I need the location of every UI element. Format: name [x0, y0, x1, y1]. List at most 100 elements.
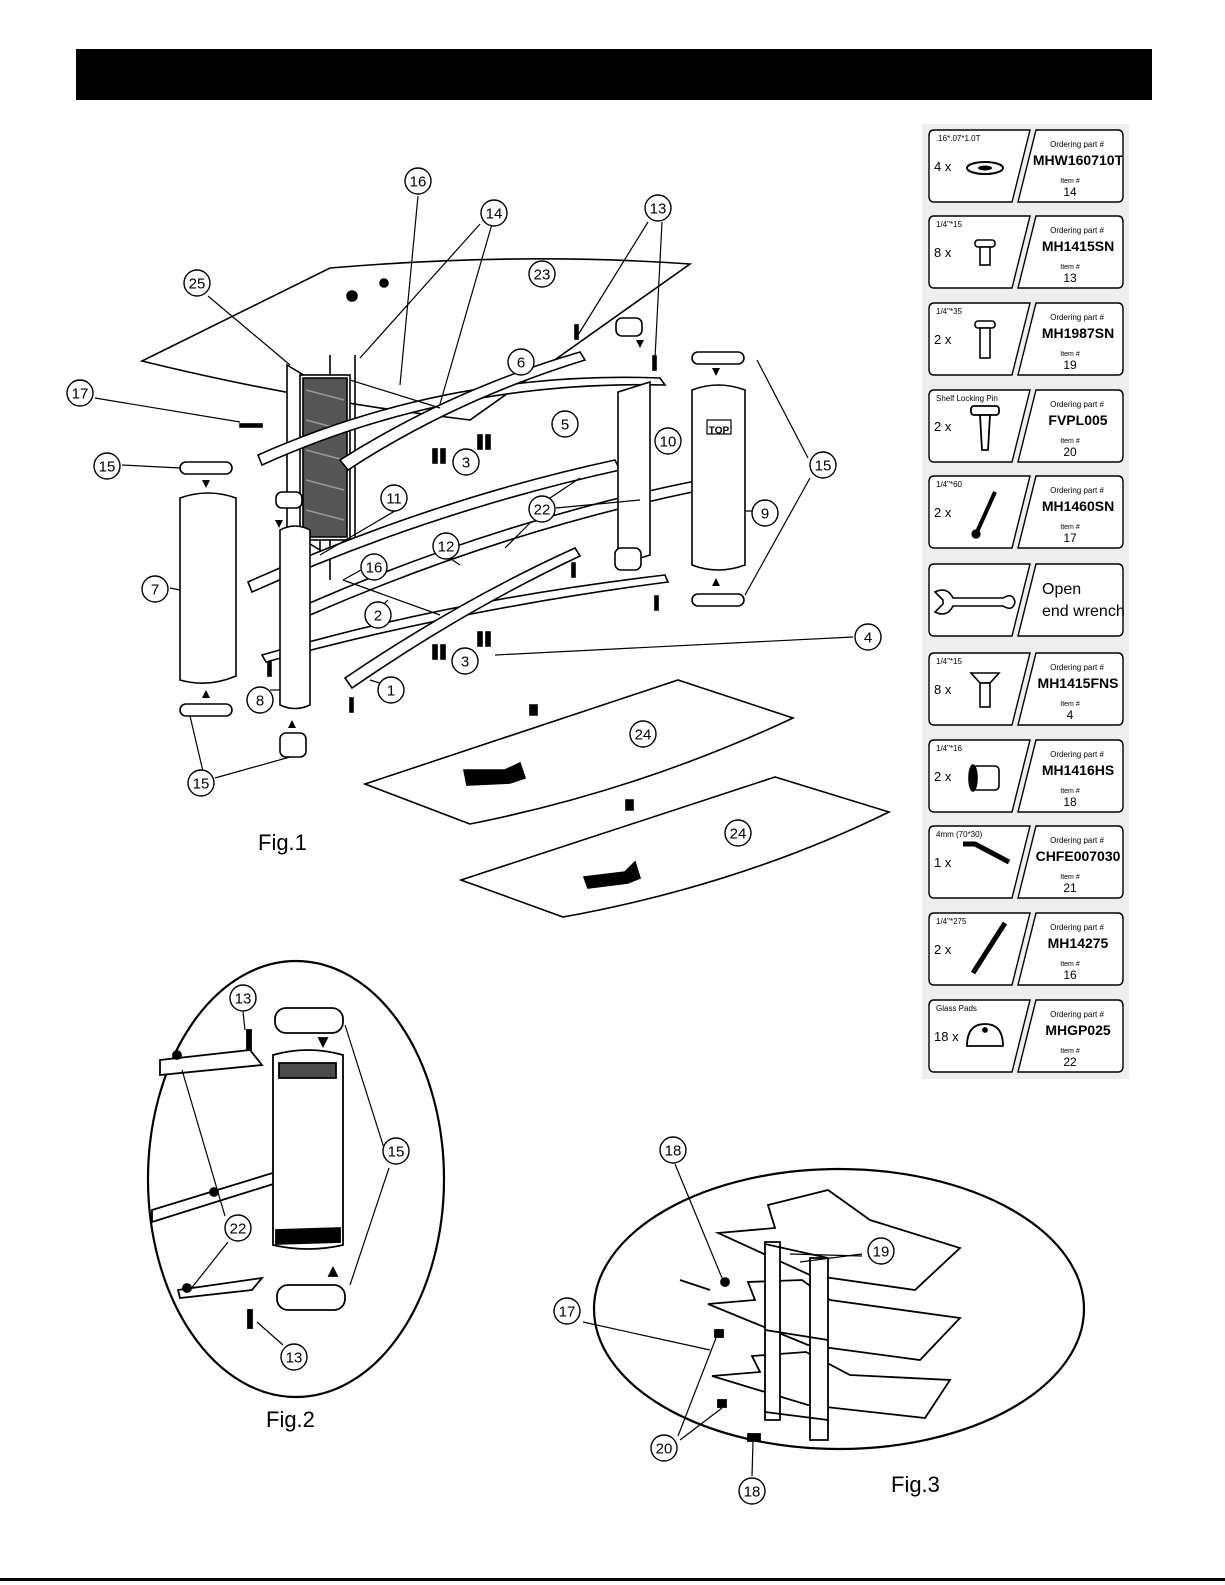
callout-circle — [480, 199, 508, 227]
fig1-leader-lines — [94, 195, 854, 781]
fig2-leader-lines — [181, 1011, 390, 1346]
part-number: MHW160710T — [1033, 152, 1124, 168]
callout-number: 12 — [438, 539, 455, 556]
callout-number: 1 — [387, 683, 395, 700]
callout-circle — [654, 427, 682, 455]
callout-circle — [751, 499, 779, 527]
callout-number: 23 — [534, 267, 551, 284]
allen-key-icon — [963, 841, 1011, 865]
callout-circle — [553, 1297, 581, 1325]
callout-number: 24 — [730, 826, 747, 843]
callout-number: 13 — [286, 1350, 303, 1367]
callout-circle — [452, 448, 480, 476]
callout-number: 7 — [151, 582, 159, 599]
callout-circle — [867, 1237, 895, 1265]
part-card-right — [1017, 999, 1124, 1073]
part-card-left — [928, 389, 1031, 463]
ordering-label: Ordering part # — [1050, 663, 1104, 672]
callout-circle — [377, 676, 405, 704]
fig1-callout: 2 — [364, 601, 392, 629]
callout-circle — [229, 984, 257, 1012]
part-number: MH1415SN — [1042, 238, 1114, 254]
fig1-callout: 11 — [380, 484, 408, 512]
part-card-right — [1017, 302, 1124, 376]
part-quantity: 2 x — [934, 769, 952, 784]
part-number: MH1415FNS — [1038, 675, 1119, 691]
ordering-label: Ordering part # — [1050, 486, 1104, 495]
callout-number: 20 — [656, 1441, 673, 1458]
bottom-rule — [0, 1578, 1225, 1581]
fig1-callout: 17 — [66, 379, 94, 407]
callout-number: 13 — [235, 991, 252, 1008]
part-quantity: 4 x — [934, 159, 952, 174]
part-card-right — [1017, 912, 1124, 986]
callout-number: 22 — [534, 502, 551, 519]
callout-number: 18 — [665, 1143, 682, 1160]
part-number: MH14275 — [1048, 935, 1109, 951]
fig1-callout: 6 — [507, 348, 535, 376]
callout-circle — [404, 167, 432, 195]
callout-number: 3 — [461, 654, 469, 671]
fig1-callout: 3 — [451, 647, 479, 675]
locking-pin-icon — [970, 405, 1000, 451]
fig1-exploded-diagram — [139, 258, 892, 918]
fig2-detail-diagram — [146, 959, 446, 1399]
callout-number: 17 — [72, 386, 89, 403]
part-number: MH1460SN — [1042, 498, 1114, 514]
callout-number: 4 — [864, 630, 872, 647]
item-number: 20 — [1063, 445, 1077, 459]
header-bar — [76, 49, 1152, 100]
callout-number: 5 — [561, 417, 569, 434]
long-bolt-icon — [971, 491, 997, 539]
part-card-left — [928, 825, 1031, 899]
item-label: Item # — [1060, 351, 1080, 358]
part-spec: 1/4"*16 — [936, 744, 963, 753]
item-number: 18 — [1063, 795, 1077, 809]
part-spec: 1/4"*35 — [936, 307, 963, 316]
item-label: Item # — [1060, 438, 1080, 445]
fig1-callout: 12 — [432, 532, 460, 560]
callout-number: 14 — [486, 206, 503, 223]
callout-circle — [382, 1137, 410, 1165]
ordering-label: Ordering part # — [1050, 836, 1104, 845]
callout-number: 16 — [366, 560, 383, 577]
fig1-callout: 24 — [724, 819, 752, 847]
threaded-rod-icon — [970, 921, 1008, 975]
fig1-callout: 23 — [528, 260, 556, 288]
fig1-callout: 25 — [183, 269, 211, 297]
fig1-callout: 15 — [93, 452, 121, 480]
item-label: Item # — [1060, 178, 1080, 185]
part-card-right — [1017, 563, 1124, 637]
callout-circle — [360, 553, 388, 581]
fig1-callout: 7 — [141, 575, 169, 603]
part-spec: 1/4"*15 — [936, 220, 963, 229]
callout-number: 11 — [386, 491, 402, 508]
item-number: 21 — [1063, 881, 1077, 895]
wrench-line1: Open — [1042, 581, 1081, 598]
part-number: MH1987SN — [1042, 325, 1114, 341]
bolt-icon — [974, 320, 996, 359]
part-card-right — [1017, 652, 1124, 726]
callout-circle — [224, 1214, 252, 1242]
fig1-callout: 10 — [654, 427, 682, 455]
callout-circle — [528, 260, 556, 288]
fig1-callout: 22 — [528, 495, 556, 523]
fig3-callout: 18 — [659, 1136, 687, 1164]
callout-number: 2 — [374, 608, 382, 625]
part-spec: Shelf Locking Pin — [936, 394, 998, 403]
callout-number: 25 — [189, 276, 206, 293]
item-label: Item # — [1060, 264, 1080, 271]
ordering-label: Ordering part # — [1050, 226, 1104, 235]
part-spec: 1/4"*60 — [936, 480, 963, 489]
item-label: Item # — [1060, 961, 1080, 968]
fig1-callout: 15 — [187, 769, 215, 797]
callout-circle — [644, 194, 672, 222]
fig2-callout: 13 — [280, 1343, 308, 1371]
